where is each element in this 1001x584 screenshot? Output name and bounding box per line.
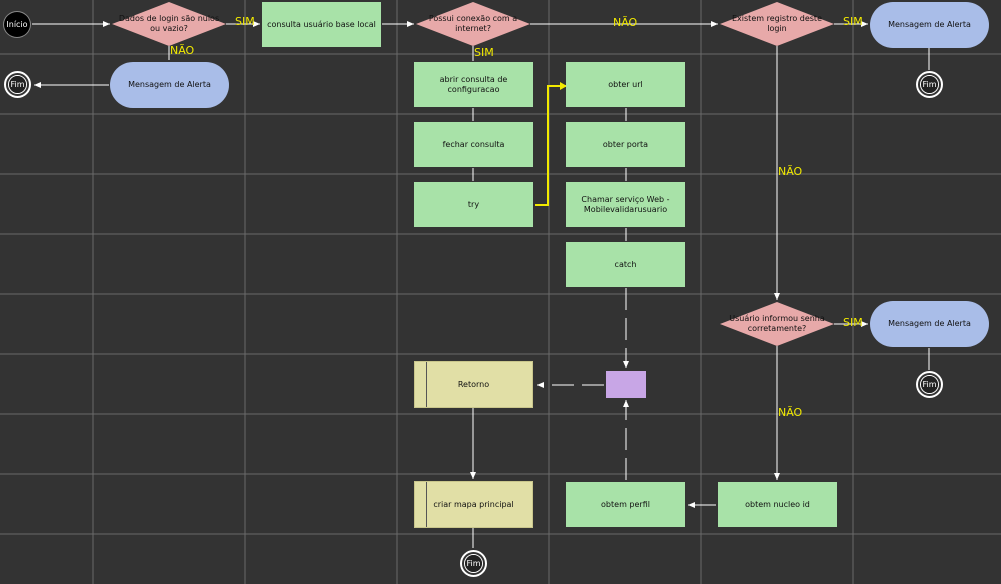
decision-registro-label: Existem registro deste login xyxy=(732,14,822,33)
edge-label-sim-2: SIM xyxy=(474,46,494,59)
decision-login[interactable]: Dados de login são nulos ou vazio? xyxy=(112,2,226,46)
edge-label-nao-4: NÃO xyxy=(778,406,803,419)
decision-login-shape xyxy=(112,2,226,46)
try-to-url-edge xyxy=(535,85,566,206)
terminal-alert-1-label: Mensagem de Alerta xyxy=(128,80,211,89)
edge-label-sim-4: SIM xyxy=(843,316,863,329)
edge-label-nao-2: NÃO xyxy=(613,16,638,29)
process-try[interactable]: try xyxy=(414,182,533,227)
process-obter-porta[interactable]: obter porta xyxy=(566,122,685,167)
start-label: Início xyxy=(6,20,28,29)
merge-node[interactable] xyxy=(606,371,646,398)
decision-internet-label: Possui conexão com a internet? xyxy=(428,14,518,33)
edge-label-sim-3: SIM xyxy=(843,15,863,28)
process-consulta-local[interactable]: consulta usuário base local xyxy=(262,2,381,47)
terminal-alert-1[interactable]: Mensagem de Alerta xyxy=(110,62,229,108)
process-fechar-consulta-label: fechar consulta xyxy=(442,139,505,149)
data-criar-mapa[interactable]: criar mapa principal xyxy=(414,481,533,528)
terminal-alert-3[interactable]: Mensagem de Alerta xyxy=(870,301,989,347)
edge-label-sim-1: SIM xyxy=(235,15,255,28)
decision-login-label: Dados de login são nulos ou vazio? xyxy=(118,14,220,33)
decision-senha[interactable]: Usuário informou senha corretamente? xyxy=(720,302,834,346)
decision-registro[interactable]: Existem registro deste login xyxy=(720,2,834,46)
decision-senha-label: Usuário informou senha corretamente? xyxy=(729,314,825,333)
data-retorno-label: Retorno xyxy=(457,379,490,389)
start-node[interactable]: Início xyxy=(3,11,31,38)
process-try-label: try xyxy=(467,199,480,209)
process-chamar-servico-label: Chamar serviço Web - Mobilevalidarusuari… xyxy=(581,194,670,214)
edge-label-nao-3: NÃO xyxy=(778,165,803,178)
decision-registro-shape xyxy=(720,2,834,46)
decision-senha-shape xyxy=(720,302,834,346)
edges xyxy=(32,21,930,548)
process-catch-label: catch xyxy=(614,259,637,269)
edge-label-nao-1: NÃO xyxy=(170,44,195,57)
process-obtem-nucleo[interactable]: obtem nucleo id xyxy=(718,482,837,527)
process-obter-porta-label: obter porta xyxy=(602,139,649,149)
decision-internet[interactable]: Possui conexão com a internet? xyxy=(416,2,530,46)
process-abrir-consulta-label: abrir consulta de configuracao xyxy=(439,74,508,94)
terminal-alert-2[interactable]: Mensagem de Alerta xyxy=(870,2,989,48)
decision-internet-shape xyxy=(416,2,530,46)
process-obtem-nucleo-label: obtem nucleo id xyxy=(745,499,810,509)
process-fechar-consulta[interactable]: fechar consulta xyxy=(414,122,533,167)
process-abrir-consulta[interactable]: abrir consulta de configuracao xyxy=(414,62,533,107)
process-obtem-perfil[interactable]: obtem perfil xyxy=(566,482,685,527)
end-node-4[interactable]: Fim xyxy=(460,550,487,577)
process-consulta-local-label: consulta usuário base local xyxy=(267,19,376,29)
end-node-2-label: Fim xyxy=(921,76,938,93)
end-node-2[interactable]: Fim xyxy=(916,71,943,98)
process-obter-url[interactable]: obter url xyxy=(566,62,685,107)
terminal-alert-2-label: Mensagem de Alerta xyxy=(888,20,971,29)
process-catch[interactable]: catch xyxy=(566,242,685,287)
data-criar-mapa-label: criar mapa principal xyxy=(433,499,514,509)
data-retorno[interactable]: Retorno xyxy=(414,361,533,408)
process-obter-url-label: obter url xyxy=(608,79,643,89)
end-node-4-label: Fim xyxy=(465,555,482,572)
terminal-alert-3-label: Mensagem de Alerta xyxy=(888,319,971,328)
end-node-3[interactable]: Fim xyxy=(916,371,943,398)
process-chamar-servico[interactable]: Chamar serviço Web - Mobilevalidarusuari… xyxy=(566,182,685,227)
try-to-url-arrow xyxy=(560,82,567,90)
end-node-1[interactable]: Fim xyxy=(4,71,31,98)
end-node-1-label: Fim xyxy=(9,76,26,93)
process-obtem-perfil-label: obtem perfil xyxy=(601,499,650,509)
end-node-3-label: Fim xyxy=(921,376,938,393)
